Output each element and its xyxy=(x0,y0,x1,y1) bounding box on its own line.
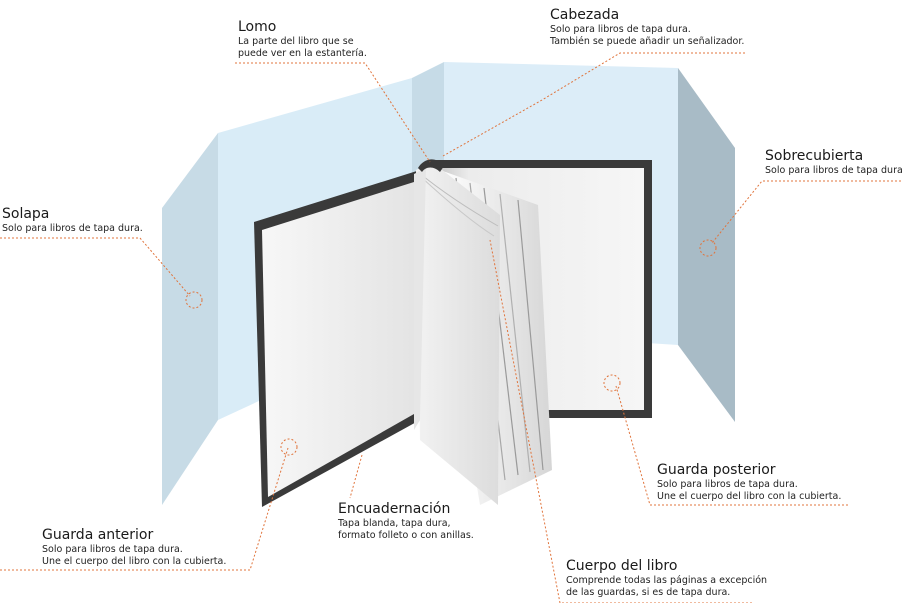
leader-solapa xyxy=(0,237,191,297)
label-solapa-desc-line: Solo para libros de tapa dura. xyxy=(2,223,143,234)
turning-pages xyxy=(416,162,500,505)
label-guarda-posterior-desc-line: Une el cuerpo del libro con la cubierta. xyxy=(657,491,842,502)
label-cuerpo-title: Cuerpo del libro xyxy=(566,558,678,574)
jacket-left-flap xyxy=(162,133,218,505)
label-encuadernacion: Encuadernación Tapa blanda, tapa dura, f… xyxy=(338,501,474,542)
callout-solapa xyxy=(185,291,203,309)
label-guarda-posterior-desc: Solo para libros de tapa dura. Une el cu… xyxy=(657,479,841,503)
label-guarda-anterior-title: Guarda anterior xyxy=(42,527,154,543)
jacket-right-flap xyxy=(678,68,735,422)
label-cabezada-desc-line: También se puede añadir un señalizador. xyxy=(550,36,745,47)
label-lomo-desc: La parte del libro que se puede ver en l… xyxy=(238,36,367,60)
leader-encuadernacion xyxy=(349,454,363,499)
label-sobrecubierta-desc-line: Solo para libros de tapa dura. xyxy=(765,165,902,176)
label-guarda-anterior-desc: Solo para libros de tapa dura. Une el cu… xyxy=(42,544,226,568)
label-encuadernacion-title: Encuadernación xyxy=(338,501,451,517)
label-cuerpo: Cuerpo del libro Comprende todas las pág… xyxy=(566,558,767,599)
label-encuadernacion-desc-line: Tapa blanda, tapa dura, xyxy=(338,518,451,529)
label-encuadernacion-desc-line: formato folleto o con anillas. xyxy=(338,530,474,541)
callout-sobrecubierta xyxy=(699,239,717,257)
label-sobrecubierta: Sobrecubierta Solo para libros de tapa d… xyxy=(765,148,902,177)
label-cabezada-title: Cabezada xyxy=(550,7,620,23)
label-cuerpo-desc: Comprende todas las páginas a excepción … xyxy=(566,575,767,599)
leader-cabezada xyxy=(442,52,745,157)
label-lomo: Lomo La parte del libro que se puede ver… xyxy=(238,19,367,60)
label-lomo-desc-line: puede ver en la estantería. xyxy=(238,48,367,59)
label-cuerpo-desc-line: Comprende todas las páginas a excepción xyxy=(566,575,768,586)
label-cabezada: Cabezada Solo para libros de tapa dura. … xyxy=(550,7,744,48)
leader-guarda-anterior xyxy=(0,447,289,571)
front-endpaper xyxy=(262,182,414,497)
label-guarda-posterior: Guarda posterior Solo para libros de tap… xyxy=(657,462,841,503)
label-solapa: Solapa Solo para libros de tapa dura. xyxy=(2,206,143,235)
label-sobrecubierta-title: Sobrecubierta xyxy=(765,148,864,164)
label-guarda-anterior: Guarda anterior Solo para libros de tapa… xyxy=(42,527,226,568)
label-lomo-desc-line: La parte del libro que se xyxy=(238,36,354,47)
leader-lomo xyxy=(235,62,431,163)
label-cabezada-desc-line: Solo para libros de tapa dura. xyxy=(550,24,691,35)
label-guarda-posterior-desc-line: Solo para libros de tapa dura. xyxy=(657,479,798,490)
open-page xyxy=(414,168,426,430)
page-edge-line xyxy=(517,199,544,471)
label-cuerpo-desc-line: de las guardas, si es de tapa dura. xyxy=(566,587,731,598)
callout-guarda-anterior xyxy=(280,438,298,456)
label-guarda-posterior-title: Guarda posterior xyxy=(657,462,776,478)
label-encuadernacion-desc: Tapa blanda, tapa dura, formato folleto … xyxy=(338,518,474,542)
label-solapa-title: Solapa xyxy=(2,206,50,222)
leader-lines xyxy=(0,52,902,603)
label-lomo-title: Lomo xyxy=(238,19,277,35)
label-cabezada-desc: Solo para libros de tapa dura. También s… xyxy=(550,24,744,48)
label-sobrecubierta-desc: Solo para libros de tapa dura. xyxy=(765,165,902,177)
label-solapa-desc: Solo para libros de tapa dura. xyxy=(2,223,143,235)
label-guarda-anterior-desc-line: Solo para libros de tapa dura. xyxy=(42,544,183,555)
headband xyxy=(418,159,444,172)
label-guarda-anterior-desc-line: Une el cuerpo del libro con la cubierta. xyxy=(42,556,227,567)
leader-sobrecubierta xyxy=(711,180,902,244)
page-edge-line xyxy=(499,193,531,473)
callout-circles xyxy=(185,239,717,456)
page-curve xyxy=(419,175,495,237)
callout-guarda-posterior xyxy=(603,374,621,392)
leader-guarda-posterior xyxy=(615,385,848,506)
